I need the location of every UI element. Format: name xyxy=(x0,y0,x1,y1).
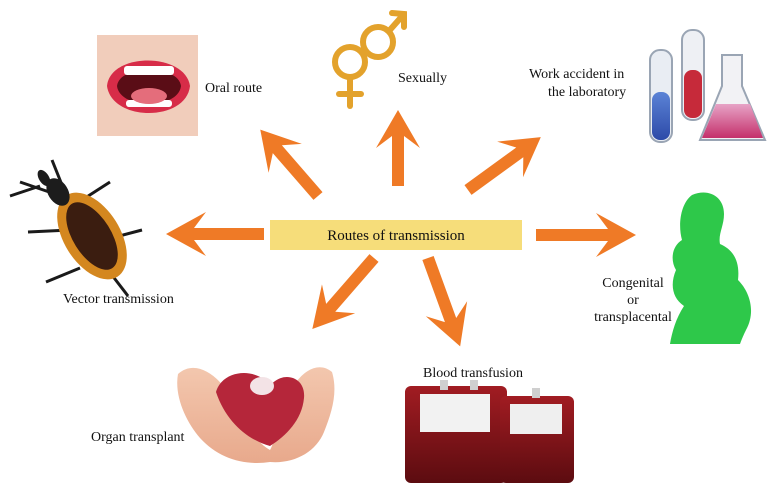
label-lab-line1: Work accident in xyxy=(529,67,624,82)
center-box xyxy=(270,220,522,250)
arrow-to-congenital xyxy=(536,213,636,257)
label-sexually: Sexually xyxy=(398,71,447,86)
label-lab-line2: the laboratory xyxy=(548,85,626,100)
label-congenital-line3: transplacental xyxy=(594,310,672,325)
gender-symbols-icon xyxy=(332,10,407,109)
triatomine-bug-icon xyxy=(9,159,143,297)
mouth-icon xyxy=(97,35,198,136)
label-oral-route: Oral route xyxy=(205,81,262,96)
arrow-to-blood xyxy=(422,255,468,347)
center-label: Routes of transmission xyxy=(327,228,465,244)
arrow-to-oral xyxy=(260,129,323,200)
arrow-to-lab xyxy=(464,137,541,195)
arrow-to-sexual xyxy=(376,110,420,186)
pregnant-silhouette-icon xyxy=(670,192,752,344)
arrow-to-organ xyxy=(312,254,379,329)
hands-organ-icon xyxy=(177,367,335,463)
label-congenital-line1: Congenital xyxy=(602,276,664,291)
label-congenital-line2: or xyxy=(627,293,639,308)
label-vector: Vector transmission xyxy=(63,292,174,307)
blood-bags-icon xyxy=(405,380,574,483)
label-organ-transplant: Organ transplant xyxy=(91,430,185,445)
arrow-to-vector xyxy=(166,212,264,256)
lab-flasks-icon xyxy=(649,29,767,143)
label-blood-transfusion: Blood transfusion xyxy=(423,366,523,381)
